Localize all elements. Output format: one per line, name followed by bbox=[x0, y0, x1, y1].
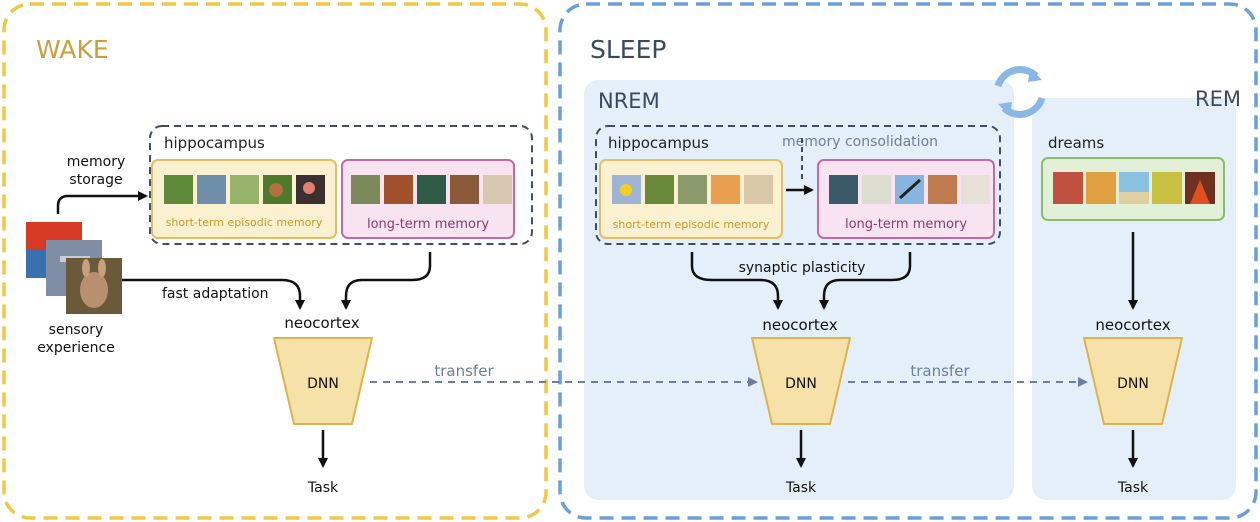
sensory-images bbox=[26, 222, 122, 314]
animal-thumbnail bbox=[928, 175, 957, 204]
wake-hippocampus-box bbox=[149, 125, 533, 245]
rem-neocortex-label: neocortex bbox=[1095, 316, 1170, 334]
cycle-arrows-icon bbox=[994, 66, 1046, 118]
animal-thumbnail bbox=[744, 175, 773, 204]
animal-thumbnail bbox=[450, 175, 479, 204]
transfer-label-1: transfer bbox=[434, 362, 494, 380]
animal-thumbnail bbox=[711, 175, 740, 204]
sensory-label-1: sensory bbox=[49, 322, 104, 338]
nrem-title: NREM bbox=[598, 89, 660, 113]
fast-adaptation-arrow bbox=[122, 278, 305, 310]
sleep-title: SLEEP bbox=[590, 35, 666, 64]
rem-dnn-shape bbox=[1083, 337, 1183, 425]
memory-storage-label-2: storage bbox=[69, 172, 122, 188]
nrem-stm-label: short-term episodic memory bbox=[613, 218, 770, 231]
animal-thumbnail bbox=[164, 175, 193, 204]
wake-neocortex-label: neocortex bbox=[284, 314, 359, 332]
memory-storage-label-1: memory bbox=[67, 154, 126, 170]
wake-ltm-thumbnails bbox=[351, 175, 512, 204]
nrem-stm-thumbnails bbox=[612, 175, 773, 204]
nrem-ltm-label: long-term memory bbox=[845, 217, 967, 232]
nrem-ltm-thumbnails bbox=[829, 175, 990, 204]
rem-dnn-label: DNN bbox=[1117, 376, 1149, 392]
dream-thumbnail bbox=[1086, 172, 1116, 204]
nrem-hippocampus-box bbox=[595, 125, 1001, 245]
wake-task-label: Task bbox=[307, 480, 339, 496]
fast-adaptation-label: fast adaptation bbox=[162, 286, 269, 302]
animal-thumbnail bbox=[483, 175, 512, 204]
wake-frame bbox=[2, 2, 548, 520]
rem-task-label: Task bbox=[1117, 480, 1149, 496]
nrem-ltm-neocortex-arrow bbox=[819, 252, 912, 310]
nrem-neocortex-label: neocortex bbox=[762, 316, 837, 334]
wake-stm-thumbnails bbox=[164, 175, 325, 204]
animal-thumbnail bbox=[862, 175, 891, 204]
nrem-stm-neocortex-arrow bbox=[690, 252, 783, 310]
animal-thumbnail bbox=[351, 175, 380, 204]
animal-thumbnail bbox=[678, 175, 707, 204]
animal-thumbnail bbox=[230, 175, 259, 204]
wake-stm-label: short-term episodic memory bbox=[166, 216, 323, 229]
nrem-dnn-shape bbox=[751, 337, 851, 425]
animal-thumbnail bbox=[417, 175, 446, 204]
nrem-dnn-label: DNN bbox=[785, 376, 817, 392]
dreams-thumbnails bbox=[1053, 172, 1215, 204]
dream-thumbnail bbox=[1152, 172, 1182, 204]
animal-thumbnail bbox=[645, 175, 674, 204]
wake-hippocampus-label: hippocampus bbox=[164, 134, 265, 152]
wake-dnn-shape bbox=[273, 337, 373, 425]
sleep-frame bbox=[558, 2, 1258, 520]
transfer-label-2: transfer bbox=[910, 362, 970, 380]
dream-thumbnail bbox=[1053, 172, 1083, 204]
wake-ltm-label: long-term memory bbox=[367, 217, 489, 232]
sensory-label-2: experience bbox=[37, 340, 115, 356]
synaptic-plasticity-label: synaptic plasticity bbox=[739, 260, 866, 276]
dreams-label: dreams bbox=[1048, 134, 1104, 152]
animal-thumbnail bbox=[961, 175, 990, 204]
wake-title: WAKE bbox=[36, 35, 109, 64]
memory-consolidation-label: memory consolidation bbox=[782, 134, 938, 150]
nrem-hippocampus-label: hippocampus bbox=[608, 134, 709, 152]
animal-thumbnail bbox=[384, 175, 413, 204]
rem-title: REM bbox=[1195, 87, 1241, 111]
animal-thumbnail bbox=[197, 175, 226, 204]
memory-storage-arrow bbox=[56, 191, 148, 214]
wake-ltm-neocortex-arrow bbox=[341, 252, 432, 310]
nrem-task-label: Task bbox=[785, 480, 817, 496]
wake-dnn-label: DNN bbox=[307, 376, 339, 392]
animal-thumbnail bbox=[829, 175, 858, 204]
